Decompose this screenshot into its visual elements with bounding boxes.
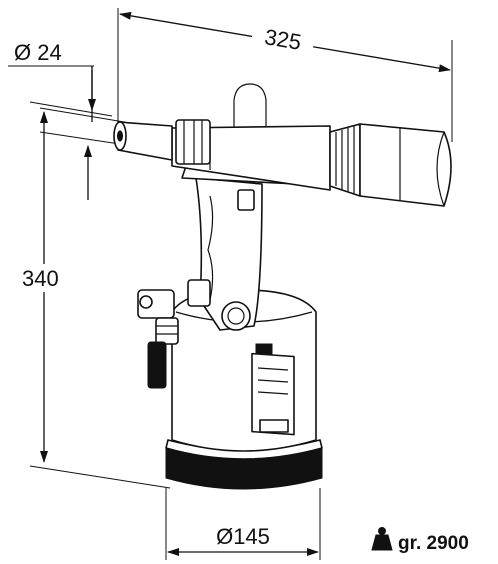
nozzle-diameter-label: Ø 24 <box>14 40 62 65</box>
weight-icon <box>371 527 393 551</box>
air-inlet-fitting <box>137 289 179 389</box>
nozzle-assembly <box>113 119 211 165</box>
base-diameter-label: Ø145 <box>216 524 270 549</box>
height-label: 340 <box>22 266 59 291</box>
hanging-loop <box>233 83 267 168</box>
base-diameter-dimension: Ø145 <box>165 488 321 560</box>
length-label: 325 <box>263 24 303 55</box>
weight-label: gr. 2900 <box>398 533 469 554</box>
nozzle-diameter-dimension: Ø 24 <box>8 40 161 200</box>
rear-cone <box>329 123 361 197</box>
rivet-tool-illustration <box>113 83 452 490</box>
height-dimension: 340 <box>20 101 171 489</box>
length-dimension: 325 <box>117 8 453 142</box>
weight-indicator: gr. 2900 <box>371 527 469 554</box>
